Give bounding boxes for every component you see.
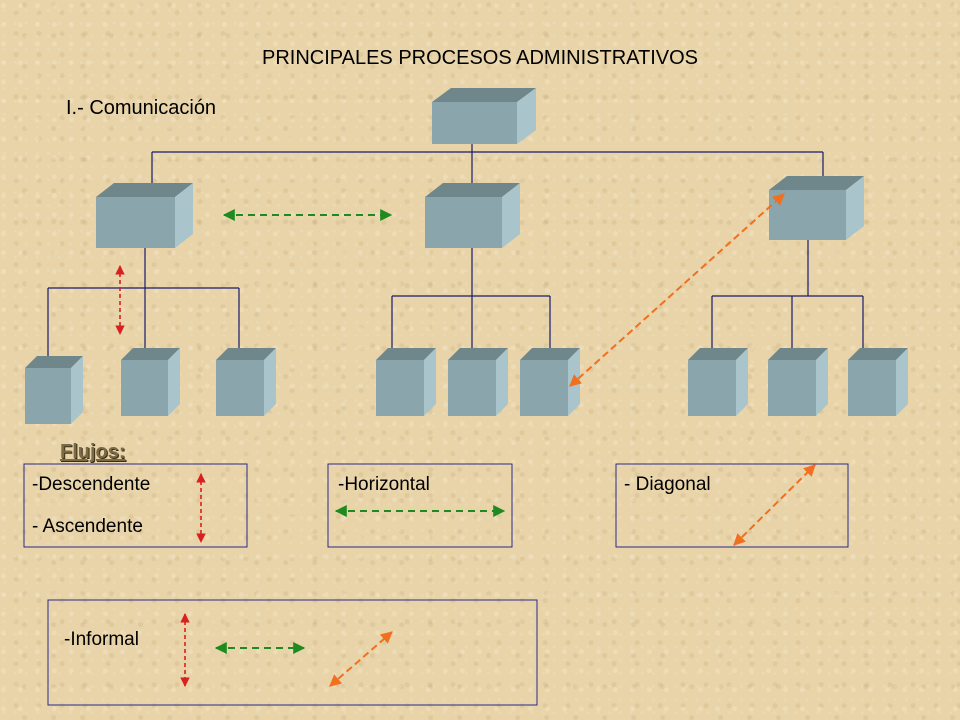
org-box-level2-middle bbox=[425, 183, 520, 248]
connector-top bbox=[151, 144, 824, 197]
connector-right-group bbox=[711, 240, 864, 360]
connector-lines bbox=[47, 144, 864, 368]
informal-diagonal-arrow bbox=[329, 631, 393, 687]
legend-box-informal bbox=[47, 599, 538, 706]
org-box-level3 bbox=[25, 348, 908, 424]
legend-box-vertical bbox=[23, 463, 248, 548]
connector-left-group bbox=[47, 248, 240, 368]
org-box-l3-1 bbox=[25, 356, 83, 424]
org-box-l3-9 bbox=[848, 348, 908, 416]
legend-descendente: -Descendente bbox=[32, 474, 151, 495]
org-box-l3-5 bbox=[448, 348, 508, 416]
org-box-top bbox=[432, 88, 536, 144]
diagonal-flow-arrow bbox=[569, 193, 785, 387]
legend-horizontal: -Horizontal bbox=[338, 474, 430, 495]
flows-heading: Flujos: bbox=[60, 441, 126, 463]
legend-box-diagonal bbox=[615, 463, 849, 548]
org-box-l3-7 bbox=[688, 348, 748, 416]
connector-middle-group bbox=[391, 248, 551, 360]
org-box-l3-2 bbox=[121, 348, 180, 416]
section-heading: I.- Comunicación bbox=[66, 97, 217, 119]
legend-informal: -Informal bbox=[64, 629, 139, 650]
legend-ascendente: - Ascendente bbox=[32, 516, 143, 537]
org-box-l3-3 bbox=[216, 348, 276, 416]
legend-diagonal-arrow bbox=[733, 464, 816, 546]
legend-diagonal: - Diagonal bbox=[624, 474, 711, 495]
org-box-l3-6 bbox=[520, 348, 580, 416]
org-box-level2-left bbox=[96, 183, 193, 248]
org-box-level2-right bbox=[769, 176, 864, 240]
org-box-l3-8 bbox=[768, 348, 828, 416]
page-title: PRINCIPALES PROCESOS ADMINISTRATIVOS bbox=[261, 47, 698, 69]
org-box-l3-4 bbox=[376, 348, 436, 416]
legend-box-horizontal bbox=[327, 463, 513, 548]
